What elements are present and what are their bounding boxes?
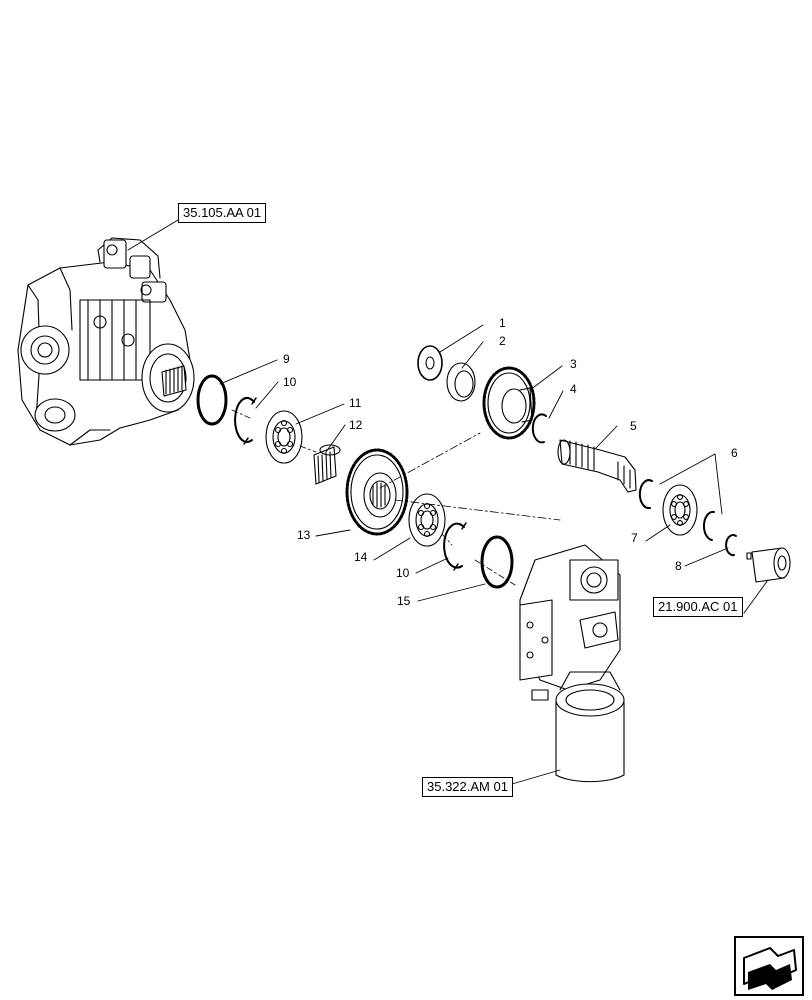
part-15-o-ring <box>480 535 514 589</box>
part-9-o-ring <box>196 374 228 426</box>
callout-1: 1 <box>499 316 506 330</box>
callout-14: 14 <box>354 550 368 564</box>
ref-hydraulic-pump[interactable]: 35.105.AA 01 <box>178 203 267 223</box>
callout-9: 9 <box>283 352 290 366</box>
part-3-gear <box>482 366 536 440</box>
assembly-axis-line <box>379 432 561 521</box>
coupler-drawing <box>746 547 791 583</box>
part-8-circlip <box>725 534 737 557</box>
part-7-bearing <box>662 484 698 536</box>
part-6-snap-ring-b <box>702 510 715 541</box>
callout-7: 7 <box>631 531 638 545</box>
part-10-snap-ring-upper <box>234 397 255 443</box>
part-11-bearing <box>265 410 303 464</box>
oil-filter-drawing <box>555 671 625 783</box>
callout-6: 6 <box>731 446 738 460</box>
ref-coupler[interactable]: 21.900.AC 01 <box>653 597 743 617</box>
next-page-arrow-icon[interactable] <box>734 936 804 996</box>
part-14-bearing <box>408 493 446 547</box>
hydraulic-pump-drawing <box>17 237 195 446</box>
callout-12: 12 <box>349 418 363 432</box>
part-6-snap-ring-a <box>638 479 653 510</box>
part-1-thrust-washer <box>417 345 443 381</box>
part-2-spacer <box>446 362 476 402</box>
part-13-large-gear <box>345 448 409 536</box>
callout-10-upper: 10 <box>283 375 297 389</box>
callout-4: 4 <box>570 382 577 396</box>
callout-3: 3 <box>570 357 577 371</box>
callout-15: 15 <box>397 594 411 608</box>
part-4-snap-ring <box>531 413 547 444</box>
callout-11: 11 <box>349 396 362 410</box>
callout-5: 5 <box>630 419 637 433</box>
callout-2: 2 <box>499 334 506 348</box>
filter-head-drawing <box>519 544 621 701</box>
part-10-snap-ring-lower <box>443 522 465 569</box>
part-5-shaft <box>557 439 637 493</box>
ref-filter-head[interactable]: 35.322.AM 01 <box>422 777 513 797</box>
callout-10-lower: 10 <box>396 566 410 580</box>
callout-8: 8 <box>675 559 682 573</box>
callout-13: 13 <box>297 528 311 542</box>
